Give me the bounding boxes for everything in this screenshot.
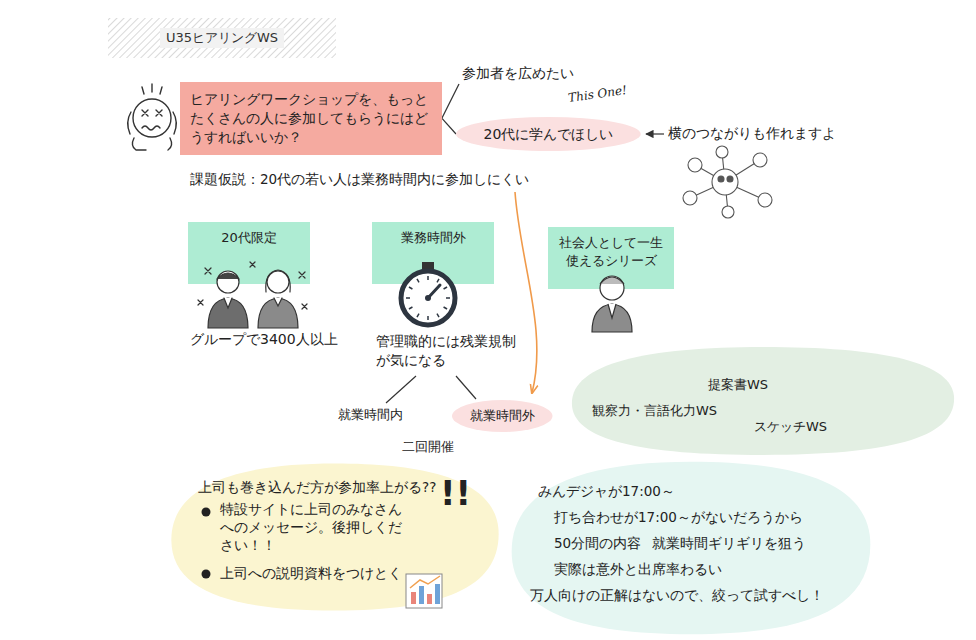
node-text: 万人向けの正解はないので、絞って試すべし！: [530, 586, 824, 604]
idea-box: 20代限定: [188, 222, 310, 284]
idea-box: 社会人として一生使えるシリーズ: [548, 227, 674, 289]
node-text: 上司への説明資料をつけとく: [220, 564, 402, 582]
goal-ellipse: 20代に学んでほしい: [456, 117, 641, 151]
node-text: 社会人として一生使えるシリーズ: [556, 234, 666, 269]
node-text: スケッチWS: [754, 418, 827, 436]
node-text: 打ち合わせが17:00～がないだろうから: [554, 508, 803, 526]
node-text: 就業時間外: [470, 407, 535, 425]
node-text: 提案書WS: [708, 376, 768, 394]
series-blob: 提案書WS 観察力・言語化力WS スケッチWS: [568, 346, 958, 456]
node-text: 50分間の内容: [554, 534, 641, 552]
node-text: 観察力・言語化力WS: [592, 402, 717, 420]
stopwatch-icon: [401, 262, 455, 325]
note-label: 就業時間内: [338, 406, 403, 424]
node-text: 実際は意外と出席率わるい: [554, 560, 722, 578]
choice-ellipse: 就業時間外: [452, 400, 553, 432]
title-tag: U35ヒアリングWS: [108, 18, 336, 58]
note-label: 管理職的には残業規制が気になる: [376, 332, 526, 370]
node-text: みんデジャが17:00～: [538, 482, 675, 500]
orange-arrow: [515, 192, 537, 393]
note-label: 参加者を広めたい: [462, 64, 574, 83]
idea-box: 業務時間外: [372, 222, 494, 284]
connector-line: [442, 118, 456, 134]
note-label: 課題仮説：20代の若い人は業務時間内に参加しにくい: [190, 170, 529, 188]
timing-blob: みんデジャが17:00～ 打ち合わせが17:00～がないだろうから 50分間の内容就…: [508, 460, 874, 636]
note-label: !!: [440, 476, 471, 510]
chart-icon: [406, 574, 442, 608]
node-text: 20代に学んでほしい: [483, 125, 613, 144]
note-label: This One!: [567, 82, 628, 106]
note-label: 二回開催: [402, 438, 454, 456]
node-text: ヒアリングワークショップを、もっとたくさんの人に参加してもらうにはどうすればいい…: [190, 90, 432, 147]
bullet-dots: [202, 508, 211, 579]
node-text: 特設サイトに上司のみなさんへのメッセージ。後押しください！！: [220, 500, 410, 555]
network-icon: [683, 146, 772, 218]
node-text: 上司も巻き込んだ方が参加率上がる??: [198, 478, 436, 496]
blob-outline: [568, 346, 958, 456]
title-hatch: [108, 18, 336, 58]
node-text: 業務時間外: [380, 229, 486, 247]
worried-face-icon: [128, 84, 177, 150]
title-text: U35ヒアリングWS: [160, 28, 284, 48]
young-people-figure: [198, 262, 307, 328]
note-label: 横のつながりも作れますよ: [668, 124, 836, 143]
node-text: 20代限定: [196, 229, 302, 247]
note-label: グループで3400人以上: [190, 330, 338, 349]
question-box: ヒアリングワークショップを、もっとたくさんの人に参加してもらうにはどうすればいい…: [180, 82, 442, 155]
business-man-figure: [592, 276, 632, 332]
node-text: 就業時間ギリギリを狙う: [652, 534, 806, 552]
